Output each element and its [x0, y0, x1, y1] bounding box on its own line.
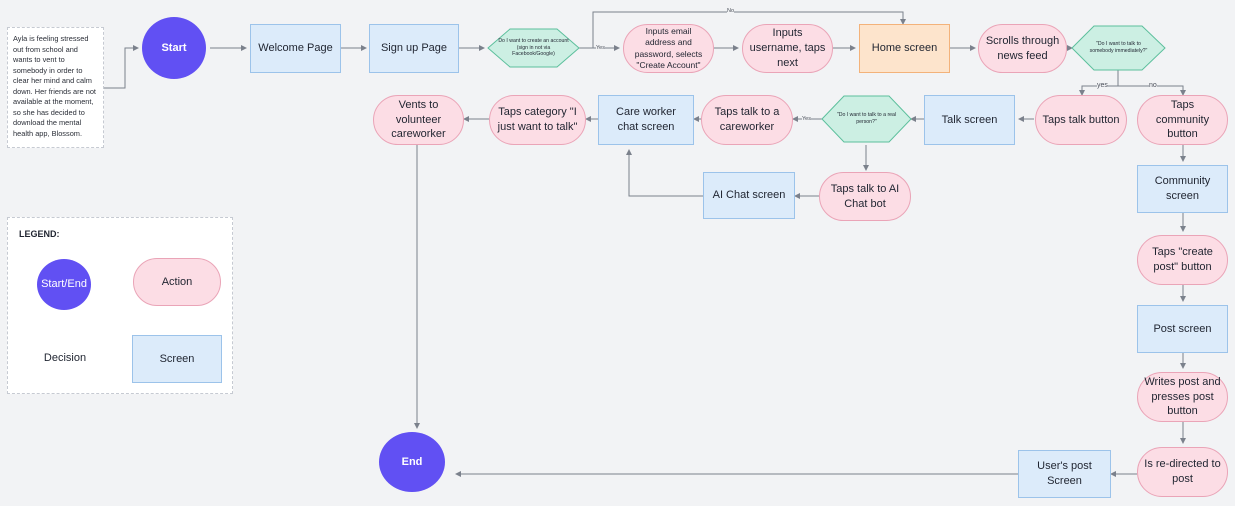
community-screen-node: Community screen — [1137, 165, 1228, 213]
label-yes-real: Yes — [802, 116, 811, 122]
edge-note-start — [104, 45, 139, 89]
taps-talk-node: Taps talk button — [1035, 95, 1127, 145]
talk-screen-node: Talk screen — [924, 95, 1015, 145]
taps-ai-node: Taps talk to AI Chat bot — [819, 172, 911, 221]
legend-screen: Screen — [132, 335, 222, 383]
end-node: End — [379, 432, 445, 492]
signup-page-node: Sign up Page — [369, 24, 459, 73]
label-no-talk: no — [1149, 82, 1157, 89]
legend-decision: Decision — [43, 351, 87, 364]
label-yes-account: Yes — [596, 45, 605, 51]
welcome-page-node: Welcome Page — [250, 24, 341, 73]
edge-aichat-chat — [626, 149, 703, 197]
label-yes-talk: yes — [1097, 82, 1108, 89]
decision-talk-diamond — [1071, 25, 1166, 71]
taps-careworker-node: Taps talk to a careworker — [701, 95, 793, 145]
start-node: Start — [142, 17, 206, 79]
post-screen-node: Post screen — [1137, 305, 1228, 353]
home-screen-node: Home screen — [859, 24, 950, 73]
decision-account-diamond — [487, 28, 580, 68]
legend-title: LEGEND: — [19, 229, 60, 239]
writes-post-node: Writes post and presses post button — [1137, 372, 1228, 422]
edge-decision-home-no — [592, 11, 906, 48]
scenario-note: Ayla is feeling stressed out from school… — [7, 27, 104, 148]
vents-node: Vents to volunteer careworker — [373, 95, 464, 145]
taps-create-post-node: Taps "create post" button — [1137, 235, 1228, 285]
redirected-node: Is re-directed to post — [1137, 447, 1228, 497]
careworker-chat-node: Care worker chat screen — [598, 95, 694, 145]
ai-chat-screen-node: AI Chat screen — [703, 172, 795, 219]
users-post-screen-node: User's post Screen — [1018, 450, 1111, 498]
scrolls-news-feed-node: Scrolls through news feed — [978, 24, 1067, 73]
legend-start-end: Start/End — [37, 259, 91, 310]
inputs-email-node: Inputs email address and password, selec… — [623, 24, 714, 73]
taps-category-node: Taps category "I just want to talk" — [489, 95, 586, 145]
decision-talk-text: "Do I want to talk to somebody immediate… — [1089, 41, 1148, 54]
inputs-username-node: Inputs username, taps next — [742, 24, 833, 73]
edge-decision-no — [1118, 85, 1186, 96]
decision-real-text: "Do I want to talk to a real person?" — [836, 112, 897, 125]
taps-community-node: Taps community button — [1137, 95, 1228, 145]
legend-action: Action — [133, 258, 221, 306]
decision-real-diamond — [821, 95, 912, 143]
decision-account-text: Do I want to create an account (sign in … — [498, 37, 569, 58]
label-no-top: No — [727, 8, 735, 14]
